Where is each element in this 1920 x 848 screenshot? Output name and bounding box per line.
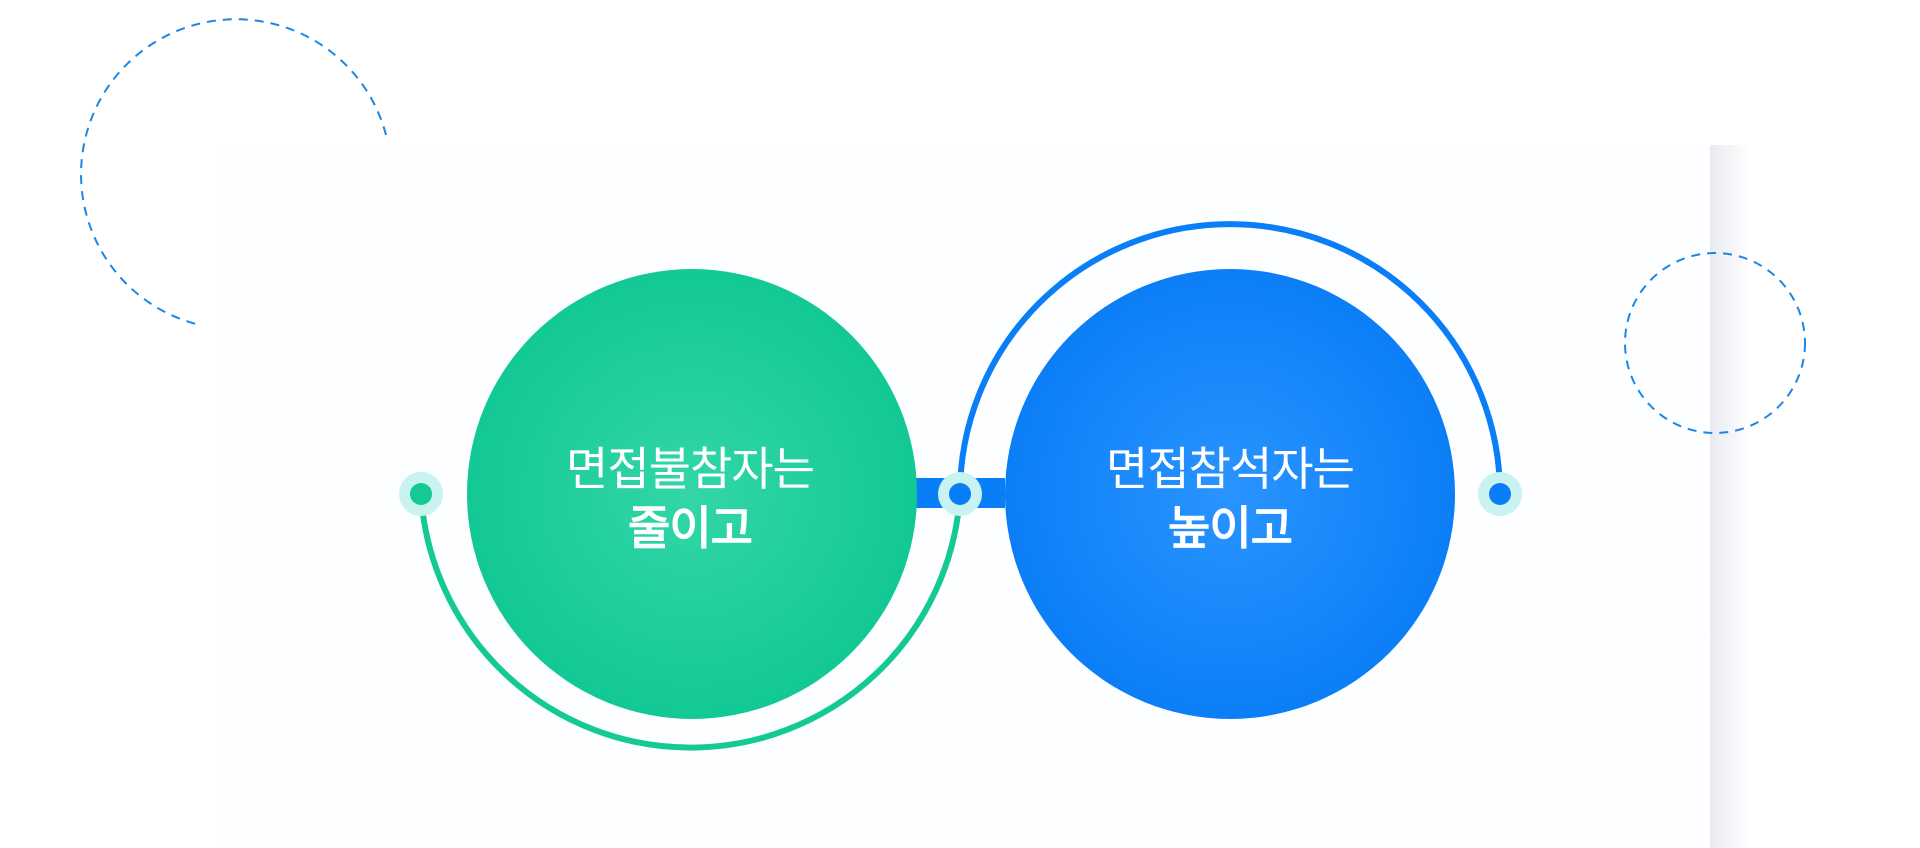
green-circle-text-line1: 면접불참자는 [566,442,815,496]
green-endpoint-dot [399,472,443,516]
blue-outer-ring [957,221,1503,495]
panel-edge-shadow [1710,145,1750,848]
green-circle [467,269,917,719]
green-circle-text-line2: 줄이고 [628,501,753,555]
blue-circle-label: 면접참석자는 높이고 [1010,440,1450,558]
green-outer-ring [418,493,963,751]
green-circle-label: 면접불참자는 줄이고 [470,440,910,558]
blue-circle-text-line1: 면접참석자는 [1106,442,1355,496]
blue-endpoint-dot [1478,472,1522,516]
decorative-dashed-circle-right [1624,252,1806,434]
center-junction-dot [938,472,982,516]
blue-circle [1005,269,1455,719]
blue-circle-text-line2: 높이고 [1168,501,1293,555]
decorative-dashed-arc-left [80,18,387,326]
